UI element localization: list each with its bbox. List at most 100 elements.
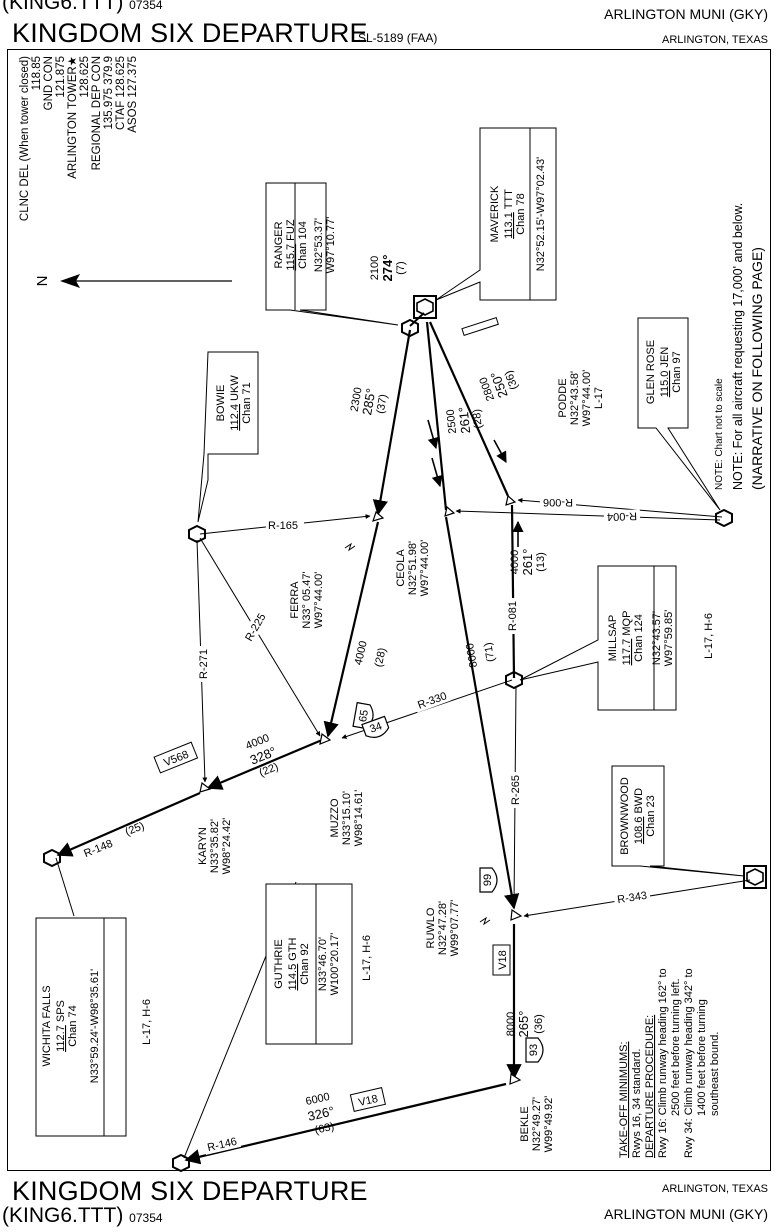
- svg-text:KARYN: KARYN: [197, 827, 209, 865]
- wichita-chan: Chan 74: [67, 1005, 79, 1047]
- svg-text:MUZZO: MUZZO: [329, 798, 341, 838]
- dp-heading: DEPARTURE PROCEDURE:: [644, 1015, 656, 1158]
- glenrose-freq-id: 115.0 JEN: [659, 347, 671, 398]
- runway-symbol: [461, 316, 499, 336]
- svg-text:N33°15.10': N33°15.10': [341, 791, 353, 845]
- svg-text:2500: 2500: [445, 409, 459, 435]
- svg-text:N32°51.98': N32°51.98': [407, 541, 419, 595]
- guthrie-lat: N33°46.70': [317, 937, 329, 991]
- svg-text:CLNC DEL (When tower closed): CLNC DEL (When tower closed): [19, 56, 31, 221]
- guthrie-chan: Chan 92: [299, 943, 311, 985]
- takeoff-minimums: TAKE-OFF MINIMUMS: Rwys 16, 34 standard.…: [618, 968, 721, 1158]
- route-r8-label: 4000 328° (22): [244, 732, 280, 779]
- ranger-name: RANGER: [273, 221, 285, 268]
- svg-text:(71): (71): [482, 642, 497, 663]
- radial-r006: R-006: [543, 496, 573, 508]
- gnd-freq: 121.875: [55, 56, 67, 98]
- svg-text:(28): (28): [373, 647, 389, 669]
- svg-text:2300: 2300: [349, 386, 365, 412]
- tower-label: ARLINGTON TOWER★: [67, 56, 79, 179]
- wichita-vortac-symbol: [43, 848, 61, 868]
- guthrie-info-box: [265, 883, 353, 1045]
- radial-r165: R-165: [268, 520, 298, 532]
- svg-text:PODDE: PODDE: [557, 378, 569, 417]
- svg-text:W97°44.00': W97°44.00': [419, 540, 431, 597]
- bekle-label: BEKLE N32°49.27' W99°49.92': [519, 1096, 555, 1153]
- airway-v18-upper: V18: [492, 944, 511, 976]
- ceola-fix-symbol: [444, 505, 456, 517]
- footer-airport: ARLINGTON MUNI (GKY): [604, 1206, 768, 1222]
- north-label: N: [34, 276, 51, 287]
- shield-99: 99: [479, 867, 498, 893]
- ferra-fix-symbol: [372, 510, 385, 522]
- airway-v568: V568: [153, 741, 199, 774]
- asos-freq: ASOS 127.375: [127, 56, 139, 133]
- radial-r271: R-271: [198, 649, 210, 679]
- svg-text:L-17: L-17: [593, 387, 605, 409]
- svg-text:4000: 4000: [353, 640, 370, 667]
- muzzo-label: MUZZO N33°15.10' W98°14.61': [329, 790, 365, 847]
- maverick-name: MAVERICK: [489, 185, 501, 242]
- svg-text:N33°35.82': N33°35.82': [209, 819, 221, 873]
- gnd-label: GND CON: [43, 56, 55, 110]
- svg-text:W98°14.61': W98°14.61': [353, 790, 365, 847]
- ranger-vortac-symbol: [401, 318, 419, 338]
- muzzo-fix-symbol: [319, 732, 332, 745]
- radial-r081: R-081: [507, 601, 519, 631]
- takeoff-rwys: Rwys 16, 34 standard.: [631, 1049, 643, 1158]
- ranger-lat: N32°53.37': [313, 218, 325, 272]
- podde-fix-symbol: [505, 494, 517, 506]
- chart-frame: [7, 49, 771, 1171]
- wichita-info-box: [35, 917, 127, 1137]
- ceola-label: CEOLA N32°51.98' W97°44.00': [395, 540, 431, 597]
- svg-text:93: 93: [528, 1044, 540, 1056]
- bowie-name: BOWIE: [215, 385, 227, 422]
- wichita-coord: N33°59.24'-W98°35.61': [89, 969, 101, 1084]
- brownwood-info-box: [611, 765, 745, 877]
- svg-text:99: 99: [482, 874, 494, 886]
- route-r11-label: 6000 326° (63): [304, 1091, 335, 1137]
- radial-r265: R-265: [510, 775, 522, 805]
- tower-freq: 128.625: [79, 56, 91, 98]
- ranger-freq-id: 115.7 FUZ: [285, 219, 297, 270]
- svg-text:8000: 8000: [464, 642, 480, 668]
- svg-text:BEKLE: BEKLE: [519, 1106, 531, 1141]
- airway-v18-lower: V18: [349, 1087, 386, 1112]
- route-r9-label: (25): [124, 820, 147, 838]
- rwy34-line3: southeast bound.: [709, 1032, 721, 1116]
- footer-city: ARLINGTON, TEXAS: [662, 1183, 768, 1195]
- rwy34-line1: Rwy 34: Climb runway heading 342° to: [683, 968, 695, 1158]
- radial-r004: R-004: [607, 509, 637, 522]
- route-r2-label: 2300 285° (37): [349, 386, 390, 416]
- svg-text:N32°47.28': N32°47.28': [437, 901, 449, 955]
- clnc-freq: 118.85: [31, 56, 43, 90]
- svg-text:N32°49.27': N32°49.27': [531, 1097, 543, 1151]
- ruwlo-fix-symbol: [510, 908, 523, 921]
- guthrie-airways: L-17, H-6: [361, 935, 373, 981]
- ferra-label: FERRA N33° 05.47' W97°44.00': [289, 571, 325, 628]
- rwy16-line1: Rwy 16: Climb runway heading 162° to: [657, 968, 669, 1158]
- svg-text:W98°24.42': W98°24.42': [221, 818, 233, 875]
- sl-number: SL-5189 (FAA): [358, 31, 438, 45]
- maverick-info-box: [435, 127, 557, 301]
- svg-text:V18: V18: [497, 950, 509, 970]
- bowie-freq-id: 112.4 UKW: [229, 375, 241, 431]
- svg-text:274°: 274°: [380, 255, 395, 282]
- svg-text:CEOLA: CEOLA: [395, 549, 407, 587]
- direction-arrows: [427, 419, 524, 547]
- svg-text:(36): (36): [533, 1014, 545, 1034]
- rwy16-line2: 2500 feet before turning left.: [670, 978, 682, 1116]
- svg-text:FERRA: FERRA: [289, 581, 301, 619]
- brownwood-vortac-symbol: [743, 865, 767, 889]
- svg-text:(7): (7): [395, 261, 407, 274]
- airport-city: ARLINGTON, TEXAS: [662, 34, 768, 46]
- note-not-to-scale: NOTE: Chart not to scale: [714, 378, 725, 490]
- dep-label: REGIONAL DEP CON: [91, 56, 103, 170]
- guthrie-name: GUTHRIE: [273, 939, 285, 989]
- maverick-coord: N32°52.15'-W97°02.43': [535, 157, 547, 272]
- millsap-freq-id: 117.7 MQP: [621, 611, 633, 666]
- svg-text:(13): (13): [535, 552, 547, 572]
- svg-text:261°: 261°: [520, 549, 535, 576]
- svg-text:261°: 261°: [455, 406, 473, 434]
- svg-text:285°: 285°: [359, 387, 378, 416]
